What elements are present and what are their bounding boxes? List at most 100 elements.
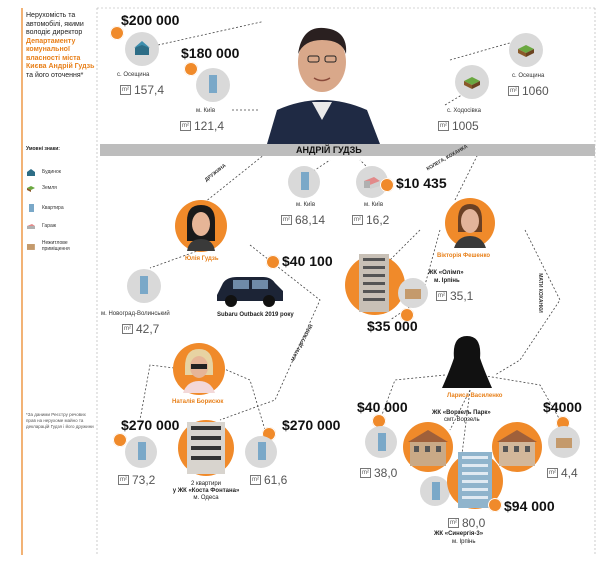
nonresidential-icon — [26, 244, 35, 250]
land-icon — [27, 186, 35, 192]
anonymous-person-icon — [442, 336, 492, 388]
house-icon — [134, 41, 150, 55]
legend-item-apartment: Квартира — [26, 204, 64, 212]
sqm-icon: m² — [120, 85, 131, 95]
land-icon — [518, 45, 534, 57]
andrii-portrait — [262, 10, 382, 144]
apartment-icon — [138, 442, 146, 460]
nonresidential-icon — [556, 438, 572, 448]
intro-text-after: та його оточення* — [26, 71, 84, 79]
apartment-icon — [301, 172, 309, 190]
sqm-icon: m² — [438, 121, 449, 131]
garage-icon — [27, 224, 35, 229]
apartment-icon — [432, 482, 440, 500]
asset-price: $94 000 — [504, 498, 555, 514]
apartment-icon — [209, 75, 217, 93]
building-icon — [497, 430, 537, 466]
asset-price: $10 435 — [396, 175, 447, 191]
sqm-icon: m² — [436, 291, 447, 301]
sqm-icon: m² — [180, 121, 191, 131]
intro-text: Нерухомість та автомобілі, якими володіє… — [26, 12, 98, 80]
sqm-icon: m² — [448, 518, 459, 528]
complex-name: ЖК «Олімп» — [428, 270, 464, 276]
sqm-icon: m² — [122, 324, 133, 334]
asset-price: $180 000 — [181, 45, 240, 61]
intro-text-before: Нерухомість та автомобілі, якими володіє… — [26, 12, 84, 36]
person-name-larysa: Лариса Василенко — [447, 393, 503, 399]
asset-price: $35 000 — [367, 318, 418, 334]
asset-price: $40 000 — [357, 399, 408, 415]
complex-city: м. Ірпінь — [434, 278, 460, 284]
person-name-viktoria: Вікторія Фешенко — [437, 253, 491, 259]
complex-city: смт. Ворзель — [444, 417, 480, 423]
apartment-icon — [29, 204, 34, 212]
apartment-icon — [378, 433, 386, 451]
legend-item-garage: Гараж — [26, 222, 56, 230]
car-caption: Subaru Outback 2019 року — [217, 312, 294, 318]
legend-item-land: Земля — [26, 184, 57, 192]
person-photo-icon — [183, 349, 215, 393]
asset-location: м. Київ — [296, 202, 316, 208]
apartment-icon — [140, 276, 148, 294]
asset-location: м. Київ — [364, 202, 384, 208]
banner-name: АНДРІЙ ГУДЗЬ — [296, 145, 362, 155]
sqm-icon: m² — [547, 468, 558, 478]
nonresidential-icon — [405, 289, 421, 299]
person-name-yulia: Юлія Гудзь — [185, 256, 219, 262]
sqm-icon: m² — [360, 468, 371, 478]
complex-name: ЖК «Ворзель Парк» — [432, 410, 491, 416]
sqm-icon: m² — [281, 215, 292, 225]
complex-city: м. Ірпінь — [452, 539, 476, 545]
building-icon — [408, 430, 448, 466]
footnote: *За даними Реєстру речових прав на нерух… — [26, 412, 94, 429]
asset-location: с. Осещина — [512, 73, 545, 79]
apartment-icon — [258, 442, 266, 460]
sqm-icon: m² — [118, 475, 129, 485]
complex-name: ЖК «Синергія-3» — [434, 531, 484, 537]
legend-item-nonresidential: Нежитлове приміщення — [26, 240, 96, 252]
car-icon — [217, 277, 283, 307]
asset-location: с. Осещина — [117, 72, 150, 78]
person-name-natalia: Наталія Борисюк — [172, 399, 224, 405]
building-icon — [458, 452, 492, 508]
name-banner — [100, 144, 595, 156]
legend-title: Умовні знаки: — [26, 146, 60, 152]
house-icon — [27, 169, 35, 176]
building-icon — [187, 422, 225, 474]
asset-location: с. Ходосівка — [447, 108, 481, 114]
asset-location: м. Київ — [196, 108, 216, 114]
person-photo-icon — [262, 10, 382, 144]
building-icon — [359, 254, 389, 312]
intro-highlight: Департаменту комунальної власності міста… — [26, 37, 95, 71]
sqm-icon: m² — [250, 475, 261, 485]
asset-price: $270 000 — [121, 417, 180, 433]
legend-item-house: Будинок — [26, 168, 61, 176]
natalia-caption: 2 квартири у ЖК «Коста Фонтана» м. Одеса — [172, 481, 240, 501]
person-photo-icon — [187, 205, 215, 251]
asset-location: м. Новоград-Волинський — [101, 311, 170, 317]
asset-price: $40 100 — [282, 253, 333, 269]
garage-icon — [364, 177, 380, 189]
sqm-icon: m² — [352, 215, 363, 225]
relation-mother: МАТИ КОХАНКИ — [536, 273, 543, 313]
person-photo-icon — [454, 204, 486, 248]
land-icon — [464, 77, 480, 89]
asset-price: $200 000 — [121, 12, 180, 28]
asset-price: $4000 — [543, 399, 582, 415]
sqm-icon: m² — [508, 86, 519, 96]
